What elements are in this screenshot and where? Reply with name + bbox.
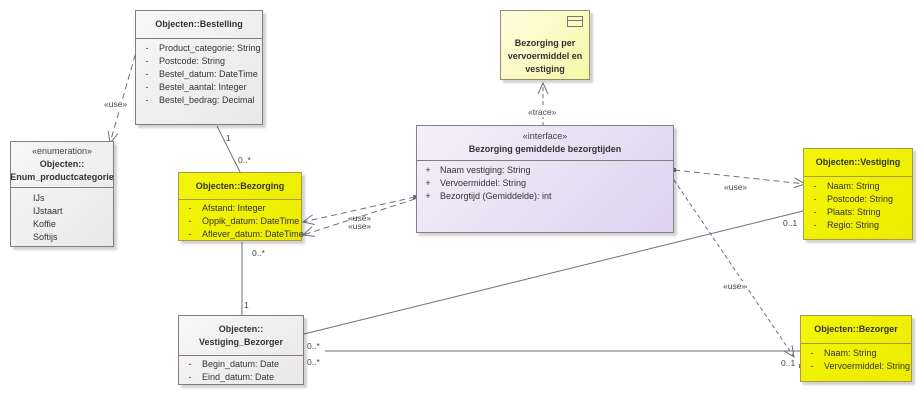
use-label-iface-vestiging: «use» [724, 182, 748, 192]
attribute-list: -Naam: String -Postcode: String -Plaats:… [804, 177, 912, 232]
enum-literal[interactable]: Softijs [33, 232, 58, 242]
attribute-list: -Afstand: Integer -Oppik_datum: DateTime… [179, 200, 304, 241]
class-bezorging[interactable]: Objecten::Bezorging -Afstand: Integer -O… [178, 172, 304, 241]
literal-list: IJs IJstaart Koffie Softijs [11, 188, 113, 244]
attribute[interactable]: -Afstand: Integer [188, 203, 266, 213]
attribute[interactable]: -Eind_datum: Date [188, 372, 275, 382]
attribute[interactable]: -Oppik_datum: DateTime [188, 216, 300, 226]
class-name-line2: Vestiging_Bezorger [198, 336, 284, 347]
attribute-list: +Naam vestiging: String +Vervoermiddel: … [417, 161, 673, 203]
enum-literal[interactable]: IJstaart [33, 206, 63, 216]
use-label-iface-bezorging-2: «use» [348, 221, 372, 231]
interface-bezorging-gemiddelde-bezorgtijden[interactable]: «interface» Bezorging gemiddelde bezorgt… [416, 125, 674, 233]
multiplicity-bezorger-01: 0..1 [781, 358, 796, 368]
use-iface-bezorging-line-1[interactable] [303, 196, 416, 222]
port-iface-right [672, 168, 676, 172]
use-iface-bezorger-line[interactable] [673, 179, 794, 357]
multiplicity-vb-1: 1 [244, 300, 249, 310]
class-bestelling[interactable]: Objecten::Bestelling -Product_categorie:… [135, 10, 263, 125]
class-name-line1: Objecten:: [218, 323, 264, 334]
class-bezorger[interactable]: Objecten::Bezorger -Naam: String -Vervoe… [800, 315, 912, 382]
enum-productcategorie[interactable]: «enumeration» Objecten:: Enum_productcat… [10, 141, 114, 247]
attribute[interactable]: -Bestel_aantal: Integer [145, 82, 247, 92]
attribute[interactable]: -Plaats: String [813, 207, 881, 217]
trace-label: «trace» [528, 107, 557, 117]
attribute-list: -Begin_datum: Date -Eind_datum: Date [179, 356, 303, 384]
attribute-list: -Product_categorie: String -Postcode: St… [136, 39, 262, 107]
artifact-bezorging-per-vervoermiddel[interactable]: Bezorging per vervoermiddel en vestiging [500, 10, 590, 80]
attribute[interactable]: -Postcode: String [145, 56, 226, 66]
class-name: Objecten::Vestiging [815, 157, 901, 167]
multiplicity-vestiging-01: 0..1 [783, 218, 798, 228]
use-label-iface-bezorger: «use» [723, 281, 747, 291]
class-header: Objecten:: Vestiging_Bezorger [179, 316, 303, 356]
attribute[interactable]: -Regio: String [813, 220, 880, 230]
attribute[interactable]: -Postcode: String [813, 194, 894, 204]
port-iface-left [413, 195, 417, 199]
attribute[interactable]: +Naam vestiging: String [425, 165, 531, 175]
class-header: Objecten::Bezorging [179, 173, 301, 200]
stereotype-label: «interface» [522, 131, 568, 141]
assoc-vb-vestiging[interactable] [303, 210, 804, 335]
multiplicity-bezorging-vb-many: 0..* [252, 248, 265, 258]
multiplicity-bestelling-1: 1 [226, 133, 231, 143]
class-name: Objecten::Bezorging [195, 180, 285, 191]
class-name: Bezorging gemiddelde bezorgtijden [468, 144, 622, 154]
class-vestiging[interactable]: Objecten::Vestiging -Naam: String -Postc… [803, 148, 913, 240]
artifact-icon [567, 16, 583, 27]
multiplicity-vb-vestiging-many: 0..* [307, 341, 320, 351]
enum-literal[interactable]: IJs [33, 193, 45, 203]
attribute[interactable]: -Naam: String [810, 348, 877, 358]
class-name: Objecten::Bezorger [814, 324, 898, 334]
class-header: Objecten::Bestelling [136, 11, 262, 39]
stereotype-label: «enumeration» [31, 146, 93, 156]
use-label-iface-bezorging-1: «use» [348, 213, 372, 223]
class-header: Objecten::Vestiging [804, 149, 912, 177]
class-header: Objecten::Bezorger [801, 316, 911, 344]
use-label-bestelling-enum: «use» [104, 99, 128, 109]
class-name-line1: Objecten:: [39, 159, 85, 169]
attribute[interactable]: +Vervoermiddel: String [425, 178, 527, 188]
attribute[interactable]: -Vervoermiddel: String [810, 361, 911, 371]
enum-literal[interactable]: Koffie [33, 219, 56, 229]
class-vestiging-bezorger[interactable]: Objecten:: Vestiging_Bezorger -Begin_dat… [178, 315, 304, 385]
attribute[interactable]: -Bestel_datum: DateTime [145, 69, 258, 79]
attribute[interactable]: -Product_categorie: String [145, 43, 261, 53]
use-bestelling-enum-line[interactable] [110, 44, 139, 143]
attribute[interactable]: -Naam: String [813, 181, 880, 191]
attribute[interactable]: -Begin_datum: Date [188, 359, 280, 369]
class-header: «interface» Bezorging gemiddelde bezorgt… [417, 126, 673, 161]
attribute-list: -Naam: String -Vervoermiddel: String [801, 344, 911, 373]
class-header: «enumeration» Objecten:: Enum_productcat… [10, 142, 114, 188]
multiplicity-vb-bezorger-many: 0..* [307, 357, 320, 367]
attribute[interactable]: -Aflever_datum: DateTime [188, 229, 304, 239]
class-name-line2: Enum_productcategorie [10, 172, 114, 182]
multiplicity-bezorging-many: 0..* [238, 155, 251, 165]
class-name: Objecten::Bestelling [155, 19, 243, 29]
assoc-bestelling-bezorging[interactable] [216, 125, 241, 173]
attribute[interactable]: -Bestel_bedrag: Decimal [145, 95, 255, 105]
artifact-text: Bezorging per vervoermiddel en vestiging [507, 38, 583, 74]
attribute[interactable]: +Bezorgtijd (Gemiddelde): int [425, 191, 552, 201]
use-iface-vestiging-line[interactable] [673, 169, 805, 184]
